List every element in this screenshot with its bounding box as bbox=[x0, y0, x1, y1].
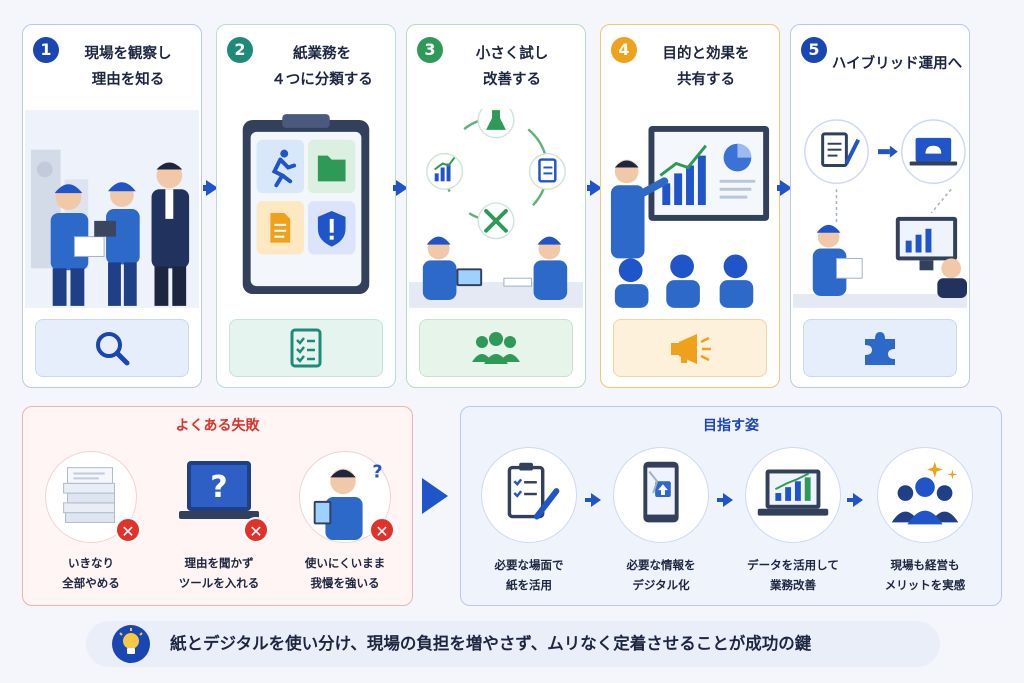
goal-flow-arrow bbox=[591, 493, 601, 507]
flow-arrow bbox=[206, 180, 218, 196]
step-footer bbox=[419, 319, 573, 377]
step-title: 目的と効果を 共有する bbox=[662, 46, 750, 88]
svg-text:?: ? bbox=[372, 462, 382, 482]
improvement-cycle-illustration bbox=[409, 109, 583, 309]
megaphone-icon bbox=[671, 334, 711, 364]
goal-label: 必要な場面で 紙を活用 bbox=[494, 558, 564, 592]
step-footer bbox=[803, 319, 957, 377]
goal-label: 必要な情報を デジタル化 bbox=[626, 558, 696, 592]
step-title: 紙業務を ４つに分類する bbox=[271, 46, 373, 88]
step-number-badge: 2 bbox=[227, 37, 253, 63]
goal-item-1: 必要な場面で 紙を活用 bbox=[469, 447, 589, 597]
checklist-icon bbox=[290, 328, 322, 368]
goal-item-3: データを活用して 業務改善 bbox=[733, 447, 853, 597]
failure-item-3: ? ✕ 使いにくいまま 我慢を強いる bbox=[285, 451, 405, 601]
search-icon bbox=[96, 332, 130, 366]
step-card-1: 1 現場を観察し 理由を知る bbox=[22, 24, 202, 388]
flow-arrow bbox=[590, 180, 602, 196]
step-title: ハイブリッド運用へ bbox=[831, 56, 963, 72]
failures-title: よくある失敗 bbox=[175, 418, 260, 434]
hybrid-operation-illustration bbox=[793, 109, 967, 309]
x-mark-icon: ✕ bbox=[115, 517, 141, 543]
goal-title: 目指す姿 bbox=[703, 418, 759, 434]
step-number-badge: 1 bbox=[33, 37, 59, 63]
x-mark-icon: ✕ bbox=[243, 517, 269, 543]
step-footer bbox=[613, 319, 767, 377]
step-title: 小さく試し 改善する bbox=[475, 46, 549, 88]
goal-flow-arrow bbox=[853, 493, 863, 507]
goal-flow-arrow bbox=[723, 493, 733, 507]
goal-label: データを活用して 業務改善 bbox=[747, 558, 839, 592]
common-failures-panel: よくある失敗 ✕ いきなり 全部やめる bbox=[22, 406, 413, 606]
flow-arrow bbox=[780, 180, 792, 196]
x-mark-icon: ✕ bbox=[369, 517, 395, 543]
step-card-4: 4 目的と効果を 共有する bbox=[600, 24, 780, 388]
failure-label: いきなり 全部やめる bbox=[62, 556, 120, 590]
step-card-3: 3 小さく試し 改善する bbox=[406, 24, 586, 388]
goal-panel: 目指す姿 必要な場面で 紙を活用 bbox=[460, 406, 1002, 606]
step-number-badge: 5 bbox=[801, 37, 827, 63]
presentation-illustration bbox=[603, 109, 777, 309]
clipboard-categories-illustration bbox=[219, 109, 393, 309]
step-card-2: 2 紙業務を ４つに分類する bbox=[216, 24, 396, 388]
goal-item-2: 必要な情報を デジタル化 bbox=[601, 447, 721, 597]
step-header: 1 現場を観察し 理由を知る bbox=[23, 35, 201, 99]
key-message-banner: 紙とデジタルを使い分け、現場の負担を増やさず、ムリなく定着させることが成功の鍵 bbox=[86, 621, 940, 667]
failure-label: 理由を聞かず ツールを入れる bbox=[178, 556, 260, 590]
workers-observing-illustration bbox=[25, 109, 199, 309]
step-header: 2 紙業務を ４つに分類する bbox=[217, 35, 395, 99]
step-footer bbox=[35, 319, 189, 377]
goal-item-4: 現場も経営も メリットを実感 bbox=[865, 447, 985, 597]
step-header: 3 小さく試し 改善する bbox=[407, 35, 585, 99]
step-footer bbox=[229, 319, 383, 377]
step-card-5: 5 ハイブリッド運用へ bbox=[790, 24, 970, 388]
tablet-upload-icon bbox=[613, 447, 709, 543]
transition-arrow bbox=[422, 478, 448, 514]
step-number-badge: 3 bbox=[417, 37, 443, 63]
lightbulb-icon bbox=[112, 625, 150, 663]
failure-item-2: ? ✕ 理由を聞かず ツールを入れる bbox=[159, 451, 279, 601]
step-number-badge: 4 bbox=[611, 37, 637, 63]
goal-label: 現場も経営も メリットを実感 bbox=[884, 558, 966, 592]
failure-label: 使いにくいまま 我慢を強いる bbox=[304, 556, 386, 590]
laptop-question-icon: ? bbox=[173, 451, 265, 543]
laptop-chart-icon bbox=[745, 447, 841, 543]
key-message-text: 紙とデジタルを使い分け、現場の負担を増やさず、ムリなく定着させることが成功の鍵 bbox=[170, 634, 812, 653]
flow-arrow bbox=[396, 180, 408, 196]
team-icon bbox=[472, 332, 520, 364]
puzzle-icon bbox=[865, 332, 895, 365]
step-header: 5 ハイブリッド運用へ bbox=[791, 35, 969, 99]
people-sparkle-icon bbox=[877, 447, 973, 543]
failure-item-1: ✕ いきなり 全部やめる bbox=[31, 451, 151, 601]
step-header: 4 目的と効果を 共有する bbox=[601, 35, 779, 99]
svg-text:?: ? bbox=[210, 470, 227, 505]
clipboard-pen-icon bbox=[481, 447, 577, 543]
step-title: 現場を観察し 理由を知る bbox=[84, 46, 172, 88]
